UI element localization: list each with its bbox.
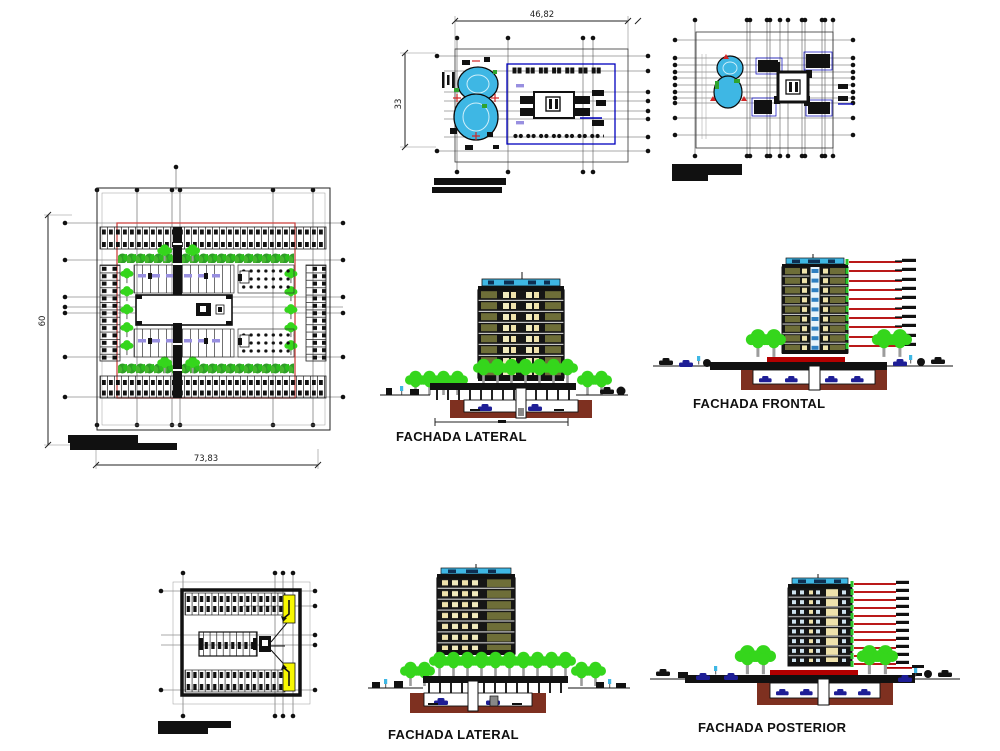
panel-elevation-lateral-bottom: FACHADA LATERAL: [368, 564, 630, 742]
panel-typical-floor-plan: [672, 17, 856, 181]
dimension-left: 33: [394, 49, 436, 151]
basement-section: [757, 678, 893, 706]
ramp-top: [281, 594, 296, 624]
scale-bar: [672, 164, 742, 181]
panel-ground-floor-plan: 46,82 33: [394, 10, 651, 193]
street-right: [893, 355, 945, 366]
tower: [781, 254, 849, 354]
street-right: [596, 679, 626, 688]
tower: [787, 574, 853, 667]
dimension-top: 46,82: [451, 10, 642, 49]
dim-site-height: 60: [38, 316, 48, 327]
pool-area: [442, 57, 499, 150]
elevation-label: FACHADA LATERAL: [396, 429, 527, 444]
street-right: [600, 386, 626, 396]
basement-section: [410, 680, 546, 713]
building-footprint: [506, 63, 616, 145]
dim-ground-height: 33: [394, 99, 404, 110]
scale-bar: [432, 178, 506, 193]
site-boundary-outer: [96, 187, 331, 431]
street-left: [386, 386, 419, 395]
tower: [436, 564, 516, 655]
ground-band: [650, 670, 960, 683]
entry-shaft: [173, 227, 182, 398]
hedge-bottom: [118, 363, 294, 374]
elevation-label: FACHADA FRONTAL: [693, 396, 825, 411]
street-left: [659, 356, 711, 367]
parking-stalls-right: [305, 264, 327, 362]
ramp-bottom: [281, 662, 296, 692]
street-right: [898, 668, 952, 682]
panel-site-plan: 60 73,83: [38, 164, 346, 469]
dimension-left: 60: [38, 211, 72, 449]
dim-site-width: 73,83: [194, 454, 218, 464]
central-parking: [133, 264, 235, 358]
panel-elevation-lateral-top: FACHADA LATERAL: [380, 272, 628, 444]
parking-stalls-left: [99, 264, 121, 362]
scale-bar: [158, 721, 231, 734]
dim-ground-width: 46,82: [530, 10, 554, 20]
pool-area: [710, 54, 747, 109]
parking-stalls-bottom: [184, 669, 286, 693]
parking-stalls-bottom: [99, 375, 327, 399]
parking-stalls-top: [184, 592, 286, 616]
floor-plan-core: [751, 51, 853, 117]
dimension-bottom: 73,83: [92, 449, 322, 469]
elevation-label: FACHADA LATERAL: [388, 727, 519, 742]
street-left: [372, 679, 403, 688]
central-court: [135, 294, 233, 326]
basement-section: [450, 387, 592, 419]
hedge-top: [118, 253, 294, 263]
scale-bar: [68, 435, 177, 450]
parking-stalls-top: [99, 226, 327, 250]
panel-elevation-posterior: FACHADA POSTERIOR: [650, 574, 960, 735]
street-left: [656, 666, 738, 680]
central-island: [198, 631, 271, 657]
panel-basement-plan: [158, 570, 318, 734]
plan-boundary: [454, 48, 629, 163]
basement-section: [741, 365, 887, 391]
grid-lines: [672, 17, 856, 159]
ground-deck: [368, 676, 630, 693]
planting-zone-right: [237, 264, 295, 358]
dimension-bottom: [434, 418, 569, 426]
basement-walls: [180, 588, 302, 697]
elevation-label: FACHADA POSTERIOR: [698, 720, 847, 735]
plan-boundary: [695, 31, 834, 149]
panel-elevation-frontal: FACHADA FRONTAL: [653, 254, 953, 411]
